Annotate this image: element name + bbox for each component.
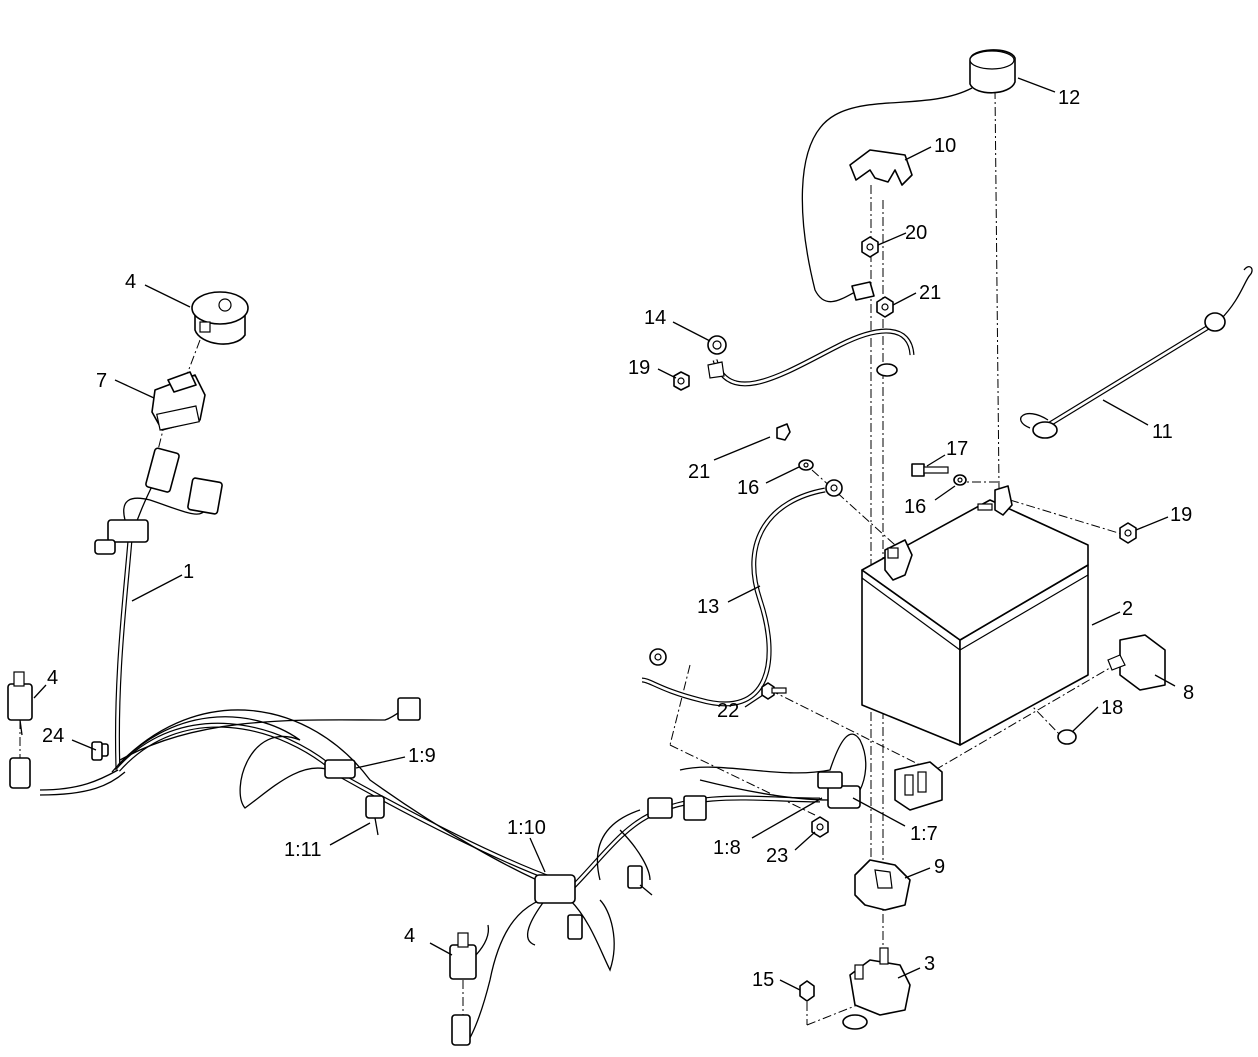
fuse-block [894,761,943,811]
callout-24: 24 [42,725,64,747]
bolt-17 [911,463,949,477]
callout-1-11: 1:11 [284,839,321,861]
nut-19-left [673,371,690,391]
wing-nut-20 [776,423,791,441]
harness-plug-mid [647,797,673,819]
harness-fuse-holder-1-10 [534,874,576,904]
washer-16-left [798,459,814,471]
callout-16-left: 16 [737,477,759,499]
callout-4-upper: 4 [47,667,58,689]
key-switch [191,291,249,345]
callout-23: 23 [766,845,788,867]
ground-cable [707,328,915,387]
seat-switch-upper [7,671,33,736]
nut-21-upper [861,236,879,258]
callout-1-9: 1:9 [408,745,436,767]
callout-7: 7 [96,370,107,392]
seat-switch-lower [449,924,490,980]
terminal-boot [801,49,1016,303]
harness-plug-aux [187,477,223,515]
callout-4-lower: 4 [404,925,415,947]
harness-connectors [9,447,861,1046]
battery [861,485,1089,746]
callout-1-8: 1:8 [713,837,741,859]
callout-18: 18 [1101,697,1123,719]
harness-plug-top [397,697,421,721]
callout-22: 22 [717,700,739,722]
callout-1-10: 1:10 [507,817,546,839]
callout-11: 11 [1152,421,1173,443]
harness-clip-1-11 [365,795,385,819]
callout-16-right: 16 [904,496,926,518]
pin-18 [1057,729,1077,745]
callout-2: 2 [1122,598,1133,620]
callout-15: 15 [752,969,774,991]
callout-5: 4 [125,271,136,293]
harness-connector-1-9 [324,759,356,779]
callout-labels: 4 7 1 4 24 1:9 1:11 1:10 4 1:8 23 1:7 9 … [42,87,1194,991]
callout-12: 12 [1058,87,1080,109]
callout-1: 1 [183,561,194,583]
hold-down-rod [1020,266,1253,439]
relay [1107,634,1166,691]
harness-plug-lower [451,1014,471,1046]
callout-19-left: 19 [628,357,650,379]
callout-21-lower: 21 [919,282,941,304]
nut-19-right [1119,522,1137,544]
harness-connector-1-8 [817,771,843,789]
harness-plug-switch [145,447,180,493]
callout-19-right: 19 [1170,504,1192,526]
washer-16-right [953,474,967,486]
battery-cover-top [849,149,913,186]
bolt-15 [799,980,815,1002]
positive-cable [641,479,843,707]
nut-21-lower [876,296,894,318]
harness-plug-upper [107,519,149,543]
callout-21-upper: 20 [905,222,927,244]
callout-14: 14 [644,307,666,329]
callout-20: 21 [688,461,710,483]
callout-3: 3 [924,953,935,975]
callout-9: 9 [934,856,945,878]
leader-lines [33,77,1176,991]
callout-1-7: 1:7 [910,823,938,845]
bolt-22 [761,682,787,700]
callout-13: 13 [697,596,719,618]
starter-solenoid [842,947,911,1030]
harness-plug-seat [9,757,31,789]
callout-8: 8 [1183,682,1194,704]
harness-connector-1-7 [827,785,861,809]
cable-tie-24 [91,741,103,761]
bolt-23 [811,816,829,838]
callout-10: 10 [934,135,956,157]
callout-17: 17 [946,438,968,460]
battery-cover-bottom [854,859,911,911]
rocker-switch [151,371,206,431]
